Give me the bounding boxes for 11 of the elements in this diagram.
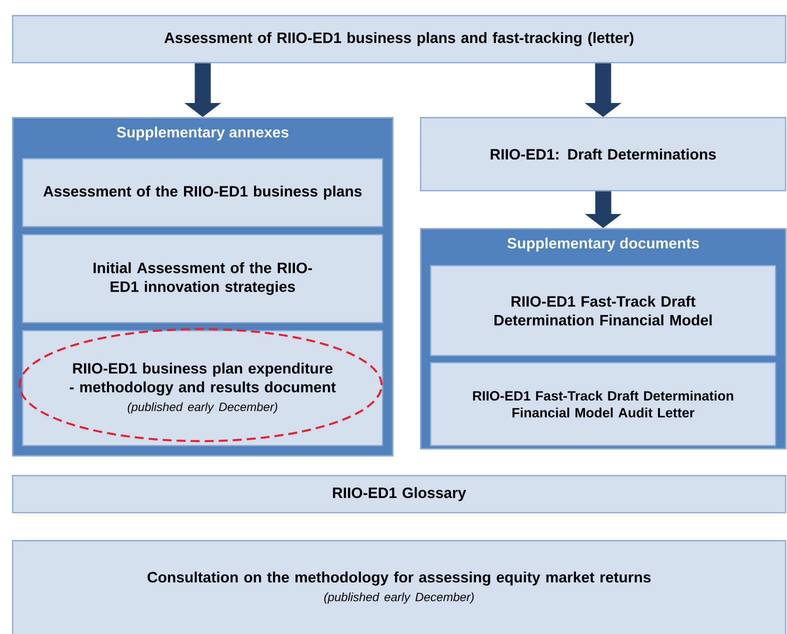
panel-heading: Supplementary documents	[507, 238, 699, 252]
text-box: Consultation on the methodology for assessing equity market returns (published early December)	[12, 540, 786, 634]
text-box: Initial Assessment of the RIIO-ED1 innovation strategies	[22, 234, 384, 324]
text-box: RIIO-ED1 business plan expenditure - methodology and results document (published early December)	[22, 330, 384, 446]
text-box: Assessment of the RIIO-ED1 business plans	[22, 158, 384, 228]
text-box: RIIO-ED1 Glossary	[12, 475, 786, 514]
text-box: RIIO-ED1 Fast-Track Draft Determination Financial Model Audit Letter	[430, 362, 776, 446]
panel-heading: Supplementary annexes	[116, 126, 288, 140]
text-box: Assessment of RIIO-ED1 business plans and fast-tracking (letter)	[12, 15, 786, 64]
text-box: RIIO-ED1 Fast-Track Draft Determination Financial Model	[430, 265, 776, 356]
text-box: RIIO-ED1: Draft Determinations	[420, 117, 786, 192]
